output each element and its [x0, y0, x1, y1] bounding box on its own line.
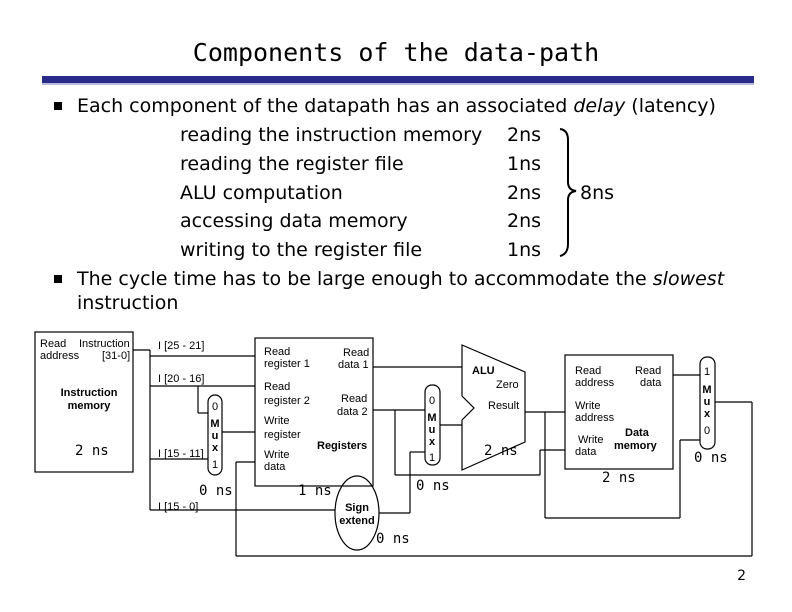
bullet-2: The cycle time has to be large enough to…	[77, 267, 724, 291]
delay-name-0: reading the instruction memory	[180, 124, 483, 146]
alu-zero-label: Zero	[496, 379, 519, 391]
sign-extend-label-1: Sign	[345, 502, 369, 514]
dmem-read-address-b: address	[575, 377, 615, 389]
dmem-read-address-a: Read	[575, 365, 601, 377]
delay-name-2: ALU computation	[180, 182, 343, 204]
dmem-write-data-b: data	[575, 446, 597, 458]
bullet-2-emphasis: slowest	[652, 268, 725, 290]
sign-extend-label-2: extend	[339, 515, 374, 527]
reg-write-data-a: Write	[264, 449, 289, 461]
delay-value-4: 1ns	[507, 239, 542, 261]
delay-name-3: accessing data memory	[180, 210, 408, 232]
delay-brace	[559, 128, 577, 257]
reg-read-data-1-a: Read	[343, 347, 369, 359]
bullet-1-emphasis: delay	[573, 95, 626, 117]
mux-3-x: x	[704, 408, 711, 420]
alu-delay: 2 ns	[484, 443, 518, 459]
mux-1-delay: 0 ns	[199, 483, 233, 499]
mux-3-input-0: 0	[704, 425, 710, 437]
dmem-delay: 2 ns	[602, 470, 636, 486]
alu-result-label: Result	[488, 400, 519, 412]
register-file-box	[254, 337, 374, 487]
mux-2-input-1: 1	[429, 452, 435, 464]
alu-name: ALU	[472, 365, 495, 377]
total-delay: 8ns	[580, 182, 615, 204]
imem-name-2: memory	[68, 400, 112, 412]
page-number: 2	[737, 568, 746, 584]
bullet-1-tail: (latency)	[625, 95, 716, 117]
mux-1-input-0: 0	[212, 401, 218, 413]
field-15-0: I [15 - 0]	[158, 501, 198, 513]
delay-value-3: 2ns	[507, 210, 542, 232]
mux-2-u: u	[429, 424, 436, 436]
mux-3-m: M	[702, 384, 711, 396]
imem-instruction-label: Instruction	[79, 338, 130, 350]
mux-2-delay: 0 ns	[416, 478, 450, 494]
delay-value-2: 2ns	[507, 182, 542, 204]
registers-name: Registers	[317, 440, 367, 452]
dmem-name-2: memory	[614, 440, 658, 452]
reg-write-data-b: data	[264, 461, 286, 473]
imem-read-label: Read	[40, 338, 66, 350]
bullet-marker-2	[54, 275, 62, 283]
sign-extend-delay: 0 ns	[376, 531, 410, 547]
register-file-delay: 1 ns	[298, 483, 332, 499]
dmem-name-1: Data	[625, 427, 650, 439]
bullet-1-text: Each component of the datapath has an as…	[77, 95, 574, 117]
mux-3-input-1: 1	[704, 366, 710, 378]
field-20-16: I [20 - 16]	[158, 373, 204, 385]
reg-read-data-1-b: data 1	[338, 359, 369, 371]
bullet-2-text: The cycle time has to be large enough to…	[77, 268, 653, 290]
instruction-memory-box	[34, 331, 134, 473]
delay-value-0: 2ns	[507, 124, 542, 146]
reg-write-register-a: Write	[264, 415, 289, 427]
delay-name-4: writing to the register file	[180, 239, 423, 261]
imem-bits-label: [31-0]	[102, 350, 130, 362]
title-rule	[42, 76, 754, 85]
alu-shape	[461, 344, 526, 471]
mux-1-m: M	[210, 418, 219, 430]
mux-3-box	[699, 356, 716, 450]
imem-address-label: address	[40, 350, 80, 362]
bullet-marker-1	[54, 102, 62, 110]
dmem-write-address-b: address	[575, 412, 615, 424]
dmem-read-data-b: data	[640, 377, 662, 389]
reg-read-register-2-a: Read	[264, 381, 290, 393]
reg-read-register-2-b: register 2	[264, 395, 310, 407]
reg-write-register-b: register	[264, 429, 301, 441]
imem-name-1: Instruction	[61, 387, 118, 399]
mux-2-x: x	[429, 436, 436, 448]
reg-read-register-1-b: register 1	[264, 358, 310, 370]
reg-read-data-2-b: data 2	[337, 406, 368, 418]
mux-2-input-0: 0	[429, 395, 435, 407]
mux-1-input-1: 1	[212, 459, 218, 471]
reg-read-data-2-a: Read	[341, 393, 367, 405]
field-15-11: I [15 - 11]	[158, 448, 204, 460]
imem-delay: 2 ns	[75, 443, 109, 459]
dmem-write-address-a: Write	[575, 400, 600, 412]
data-memory-box	[564, 354, 674, 470]
field-25-21: I [25 - 21]	[158, 340, 204, 352]
mux-1-u: u	[212, 430, 219, 442]
mux-1-x: x	[212, 442, 219, 454]
delay-name-1: reading the register file	[180, 153, 404, 175]
dmem-write-data-a: Write	[578, 434, 603, 446]
mux-3-u: u	[704, 396, 711, 408]
bullet-2-line2: instruction	[77, 292, 179, 314]
delay-value-1: 1ns	[507, 153, 542, 175]
mux-3-delay: 0 ns	[694, 450, 728, 466]
mux-1-box	[207, 394, 223, 476]
dmem-read-data-a: Read	[635, 365, 661, 377]
bullet-1: Each component of the datapath has an as…	[77, 94, 716, 118]
mux-2-m: M	[427, 412, 436, 424]
slide-title: Components of the data-path	[192, 38, 600, 67]
reg-read-register-1-a: Read	[264, 346, 290, 358]
